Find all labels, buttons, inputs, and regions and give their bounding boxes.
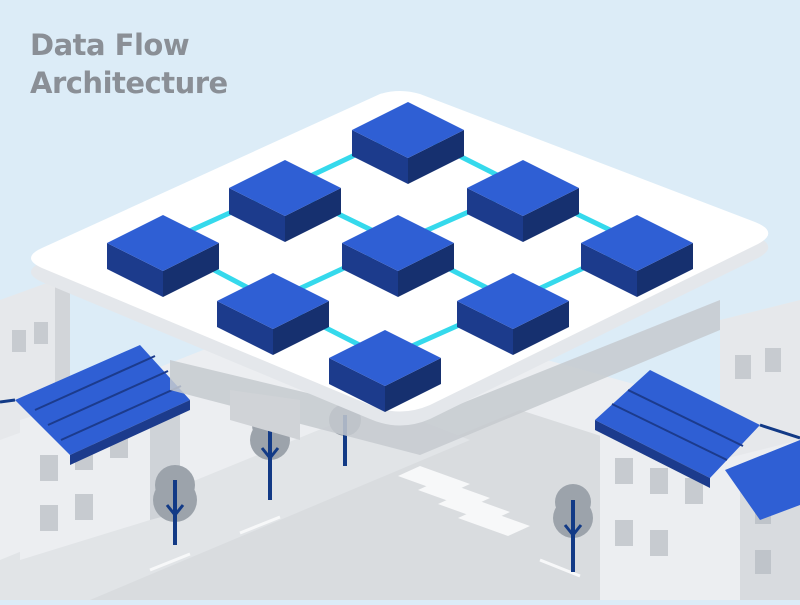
title-line-1: Data Flow xyxy=(30,28,190,62)
crosswalk xyxy=(398,466,530,536)
network-node xyxy=(342,215,454,297)
network-nodes xyxy=(107,102,693,412)
network-node xyxy=(457,273,569,355)
roof-left xyxy=(0,345,190,465)
tree-3 xyxy=(553,484,593,572)
title-line-2: Architecture xyxy=(30,66,228,100)
network-node xyxy=(352,102,464,184)
network-node xyxy=(217,273,329,355)
roof-right xyxy=(595,370,800,520)
road-markings xyxy=(149,515,581,578)
network-node xyxy=(467,160,579,242)
network-node xyxy=(107,215,219,297)
network-node xyxy=(229,160,341,242)
tree-1 xyxy=(153,465,197,545)
network-node xyxy=(329,330,441,412)
platform-shadow xyxy=(170,300,720,455)
page-title: Data Flow Architecture xyxy=(30,26,228,102)
network-node xyxy=(581,215,693,297)
